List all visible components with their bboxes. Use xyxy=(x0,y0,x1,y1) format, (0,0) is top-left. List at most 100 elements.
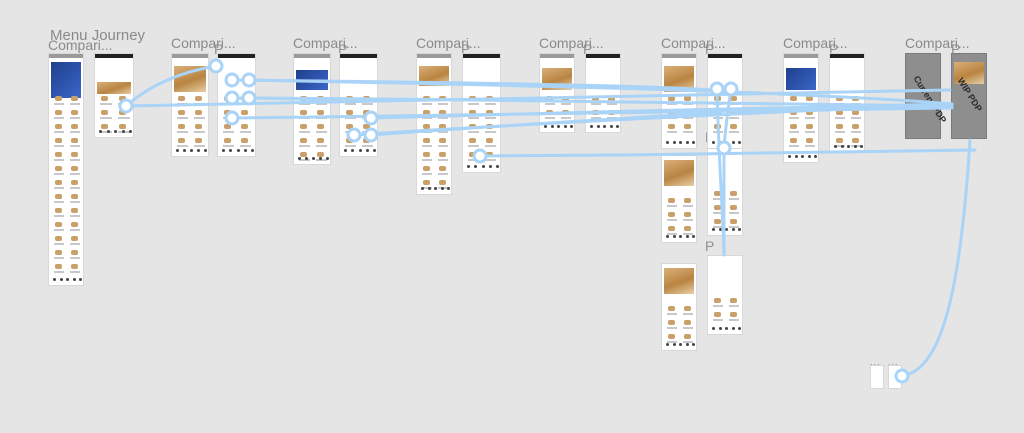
item-thumbnail xyxy=(71,194,78,199)
item-thumbnail xyxy=(684,124,691,129)
item-text xyxy=(485,131,496,133)
hero-image xyxy=(664,268,694,294)
item-text xyxy=(545,117,555,119)
item-thumbnail xyxy=(178,124,185,129)
frame-sandwich-grid[interactable] xyxy=(539,53,575,133)
item-thumbnail xyxy=(317,110,324,115)
tab-bar-icon xyxy=(222,149,225,152)
frame-menu-categories[interactable] xyxy=(94,53,134,138)
hero-banner xyxy=(786,68,816,90)
tab-bar-icon xyxy=(183,149,186,152)
item-text xyxy=(362,145,373,147)
tab-bar-icon xyxy=(236,149,240,152)
tab-bar-icon xyxy=(672,141,676,144)
item-text xyxy=(54,187,64,189)
item-thumbnail xyxy=(241,124,248,129)
item-text xyxy=(100,131,112,133)
item-text xyxy=(545,103,555,105)
tab-bar-icon xyxy=(794,155,798,158)
tab-bar-icon xyxy=(679,235,682,238)
tab-bar-icon xyxy=(251,149,254,152)
item-text xyxy=(345,103,356,105)
status-bar xyxy=(49,54,83,58)
item-thumbnail xyxy=(241,138,248,143)
item-text xyxy=(70,131,80,133)
item-thumbnail xyxy=(486,110,493,115)
frame-menu-list[interactable] xyxy=(48,53,84,286)
hotspot-node xyxy=(208,58,224,74)
frame-title[interactable]: Compari... xyxy=(416,35,481,51)
tab-bar-icon xyxy=(685,235,689,238)
item-text xyxy=(667,219,677,221)
item-thumbnail xyxy=(423,180,430,185)
item-thumbnail xyxy=(71,166,78,171)
item-thumbnail xyxy=(668,306,675,311)
tab-bar-icon xyxy=(672,343,676,346)
hotspot-node xyxy=(346,127,362,143)
item-thumbnail xyxy=(346,124,353,129)
item-text xyxy=(713,198,723,200)
tab-bar-icon xyxy=(305,157,308,160)
tab-bar-icon xyxy=(121,130,125,133)
item-thumbnail xyxy=(608,96,615,101)
item-thumbnail xyxy=(836,138,843,143)
item-text xyxy=(177,145,188,147)
current-pdp-card[interactable]: Current PDP xyxy=(905,53,948,139)
item-thumbnail xyxy=(55,264,62,269)
item-thumbnail xyxy=(241,110,248,115)
tab-bar-icon xyxy=(609,125,613,128)
item-text xyxy=(729,305,739,307)
frame-title[interactable]: Compari... xyxy=(48,37,113,53)
tab-bar-icon xyxy=(666,343,669,346)
tab-bar-icon xyxy=(243,149,247,152)
item-thumbnail xyxy=(71,250,78,255)
frame-title[interactable]: Compari... xyxy=(539,35,604,51)
frame-combo-grid-alt[interactable] xyxy=(661,155,697,243)
hotspot-node xyxy=(224,110,240,126)
wip-pdp-card[interactable]: WIP PDP xyxy=(951,53,987,139)
tab-bar-icon xyxy=(344,149,347,152)
mini-frame-1[interactable] xyxy=(870,365,884,389)
item-text xyxy=(54,215,64,217)
item-text xyxy=(70,257,80,259)
item-thumbnail xyxy=(684,212,691,217)
tab-bar-icon xyxy=(204,149,207,152)
status-bar xyxy=(340,54,377,58)
item-text xyxy=(667,341,677,343)
frame-title[interactable]: Compari... xyxy=(905,35,970,51)
item-thumbnail xyxy=(439,124,446,129)
frame-title[interactable]: Compari... xyxy=(661,35,726,51)
item-text xyxy=(54,173,64,175)
status-bar xyxy=(662,54,696,58)
item-text xyxy=(729,131,739,133)
tab-bar-icon xyxy=(679,141,682,144)
tab-bar-icon xyxy=(427,187,431,190)
frame-combo-grid[interactable] xyxy=(661,53,697,149)
status-bar xyxy=(172,54,208,58)
item-text xyxy=(54,257,64,259)
tab-bar-icon xyxy=(557,125,560,128)
item-thumbnail xyxy=(790,124,797,129)
status-bar xyxy=(830,54,864,58)
tab-bar-icon xyxy=(596,125,600,128)
frame-combo-list-alt2[interactable] xyxy=(707,255,743,335)
item-text xyxy=(299,159,310,161)
frame-title[interactable]: Compari... xyxy=(293,35,358,51)
item-thumbnail xyxy=(439,166,446,171)
frame-title[interactable]: Compari... xyxy=(783,35,848,51)
tab-bar-icon xyxy=(358,149,362,152)
item-thumbnail xyxy=(55,180,62,185)
frame-combo-grid-alt2[interactable] xyxy=(661,263,697,351)
hotspot-node xyxy=(363,127,379,143)
frame-title[interactable]: Compari... xyxy=(171,35,236,51)
tab-bar-icon xyxy=(788,155,791,158)
frame-promo-grid[interactable] xyxy=(293,53,331,165)
item-thumbnail xyxy=(714,205,721,210)
item-thumbnail xyxy=(714,298,721,303)
tab-bar-icon xyxy=(440,187,444,190)
item-text xyxy=(683,219,693,221)
item-thumbnail xyxy=(439,180,446,185)
item-thumbnail xyxy=(836,110,843,115)
item-thumbnail xyxy=(317,124,324,129)
